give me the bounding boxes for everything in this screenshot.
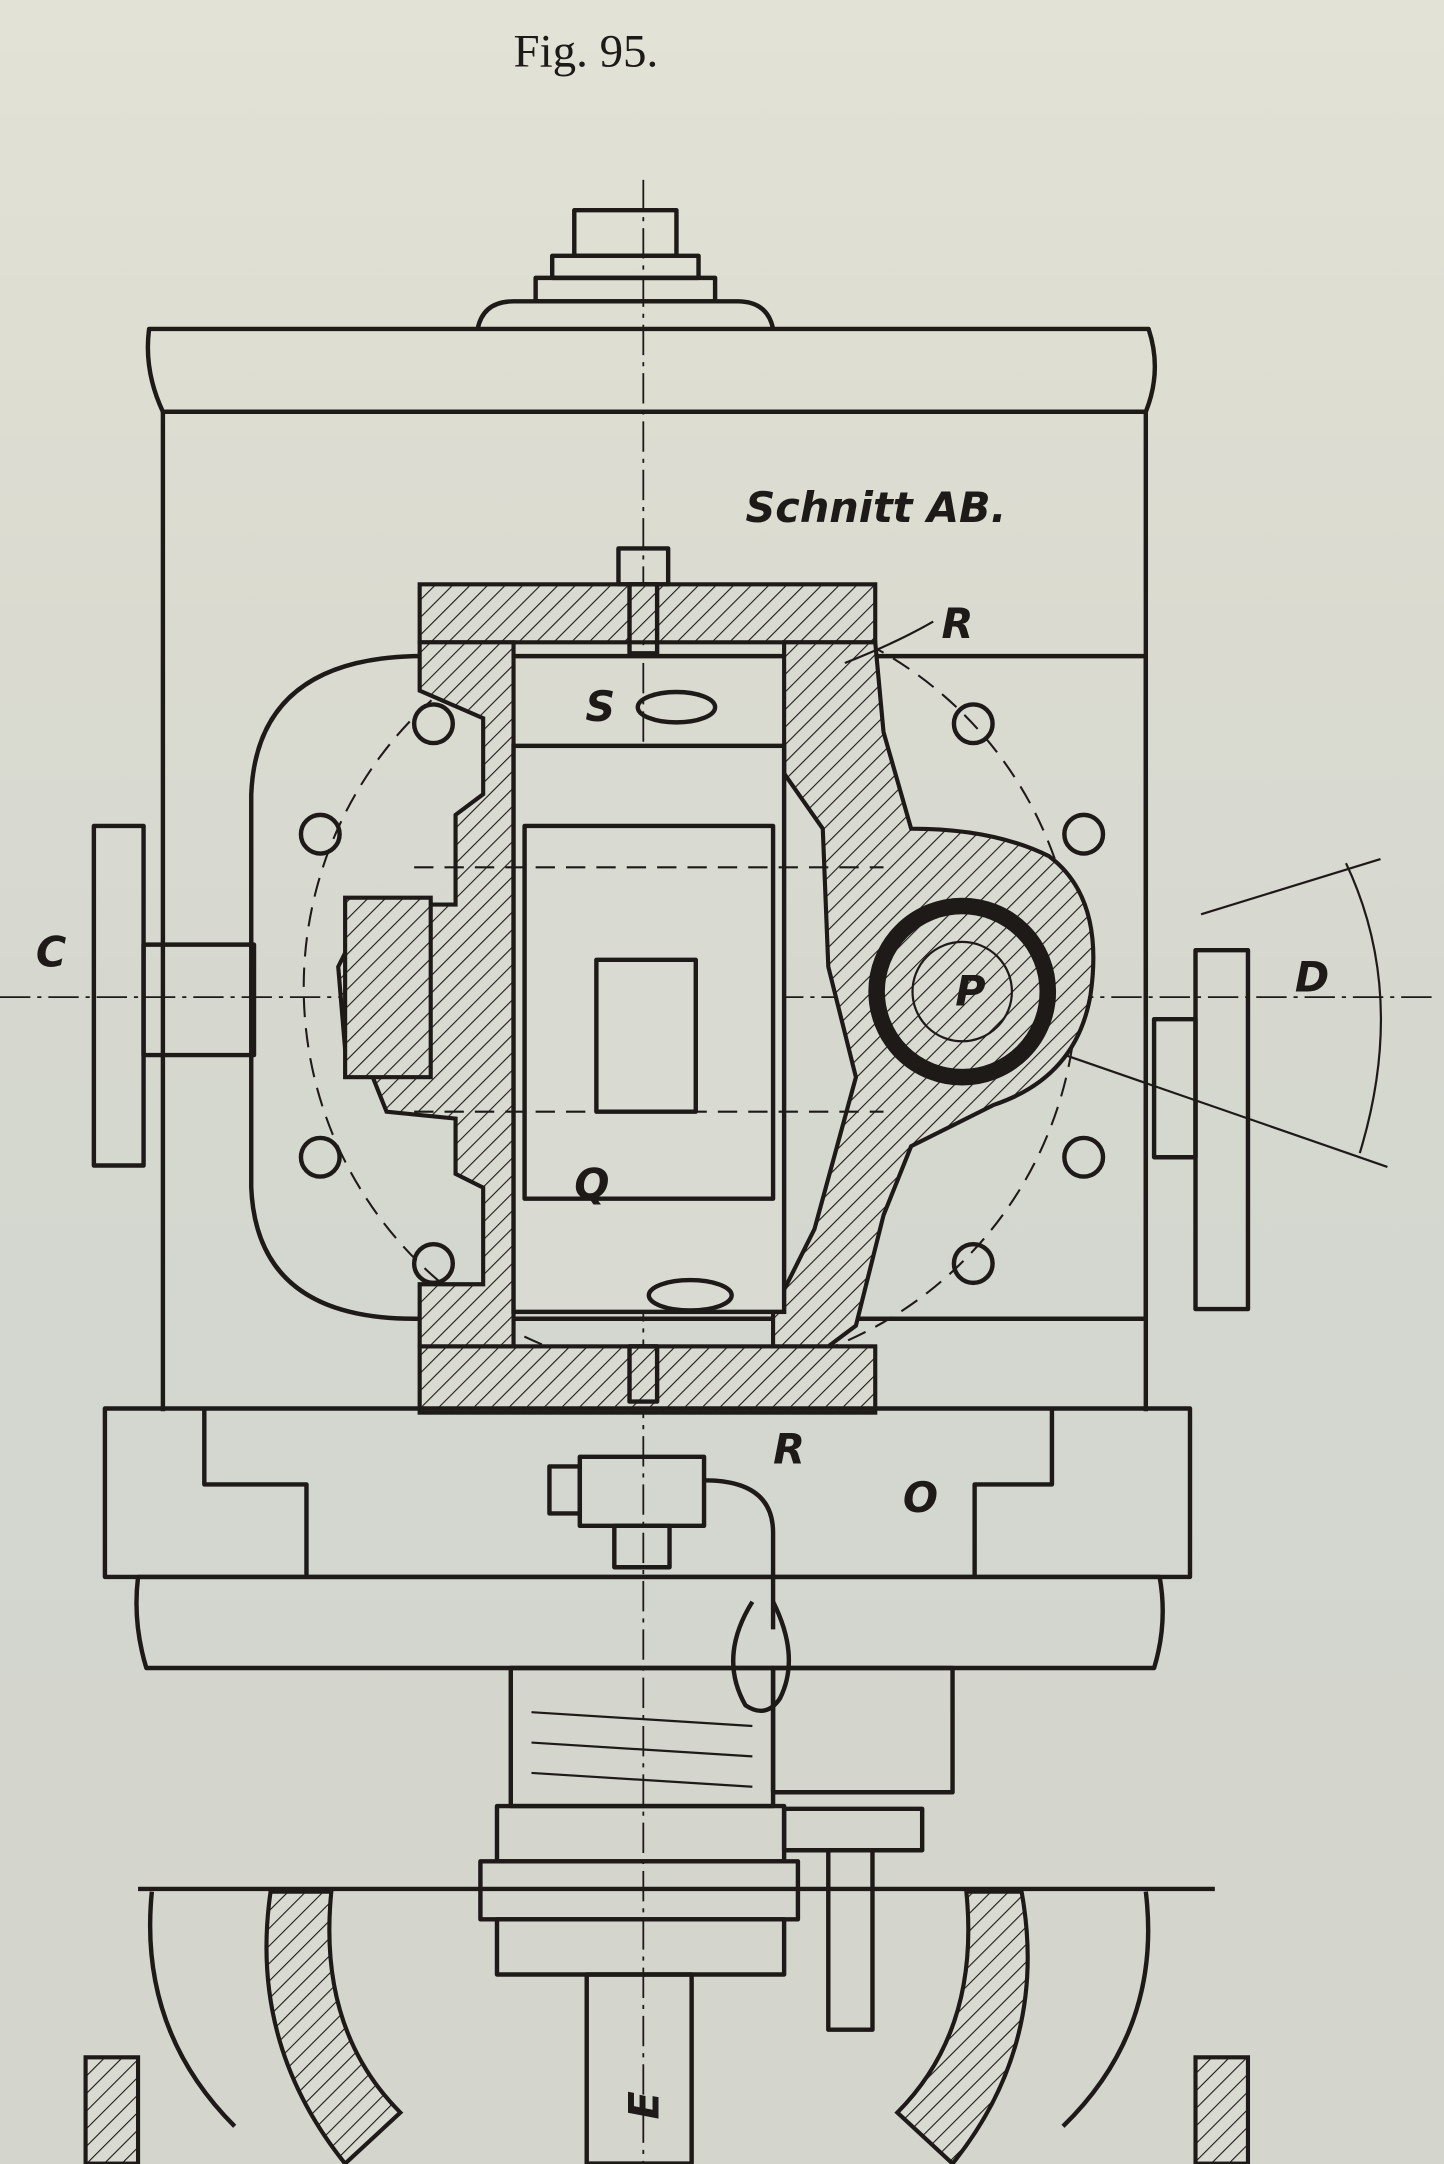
label-r-bottom: R bbox=[773, 1426, 805, 1474]
label-c: C bbox=[36, 929, 66, 977]
top-nut bbox=[475, 208, 776, 330]
bolt-holes bbox=[298, 702, 1106, 1286]
adjusting-screws bbox=[616, 546, 671, 1404]
flange-plate bbox=[249, 653, 1149, 1321]
label-q: Q bbox=[574, 1161, 609, 1209]
sectioned-casing bbox=[336, 582, 1096, 1415]
lower-spindle bbox=[478, 1665, 955, 2164]
label-p: P bbox=[955, 967, 985, 1015]
eccentric-pin bbox=[868, 897, 1057, 1086]
label-e: E bbox=[620, 2091, 668, 2119]
figure-caption: Fig. 95. bbox=[514, 26, 659, 78]
lower-frame bbox=[83, 1886, 1251, 2164]
label-r-top: R bbox=[941, 600, 973, 648]
angle-arc bbox=[1344, 862, 1383, 1154]
flange-c bbox=[91, 823, 257, 1168]
oiler bbox=[547, 1454, 792, 1713]
section-title: Schnitt AB. bbox=[745, 484, 1006, 532]
housing-base bbox=[102, 1406, 1193, 1671]
inner-slide-block bbox=[414, 689, 884, 1315]
flange-d bbox=[1151, 947, 1251, 1312]
label-d: D bbox=[1295, 954, 1329, 1002]
label-o: O bbox=[903, 1474, 938, 1522]
label-s: S bbox=[585, 683, 615, 731]
